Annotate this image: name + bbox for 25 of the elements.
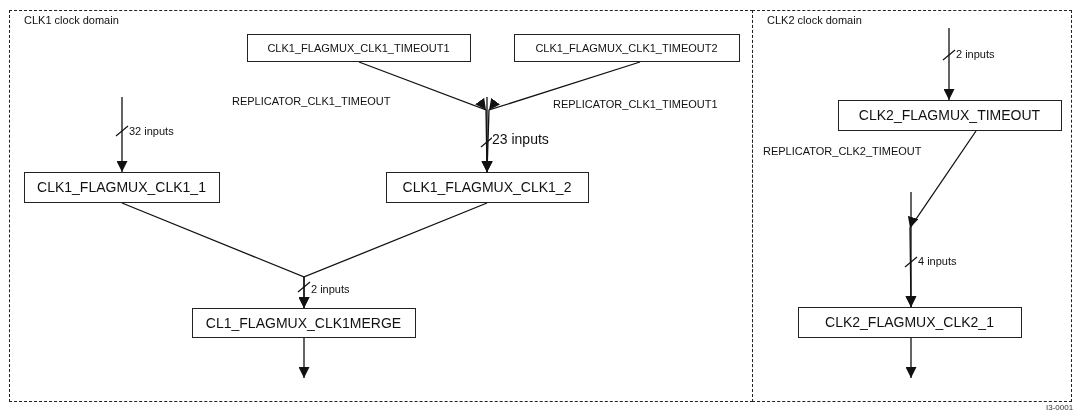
block-box: CLK1_FLAGMUX_CLK1_TIMEOUT2 [513, 33, 740, 62]
block-box: CLK1_FLAGMUX_CLK1_2 [385, 171, 589, 203]
arrow [905, 337, 917, 379]
block-box: CL1_FLAGMUX_CLK1MERGE [191, 307, 416, 338]
domain-title: CLK1 clock domain [24, 14, 119, 26]
block-box: CLK2_FLAGMUX_CLK2_1 [797, 306, 1022, 338]
edge-label: 2 inputs [311, 283, 350, 296]
block-box: CLK1_FLAGMUX_CLK1_TIMEOUT1 [246, 33, 471, 62]
edge-label: 32 inputs [129, 125, 174, 138]
arrow [298, 337, 310, 379]
arrow [905, 191, 917, 308]
domain-title: CLK2 clock domain [767, 14, 862, 26]
arrow [116, 96, 128, 173]
figure-id-note: I3-0001 [1046, 403, 1074, 412]
edge-label: 2 inputs [956, 48, 995, 61]
block-box: CLK1_FLAGMUX_CLK1_1 [23, 171, 220, 203]
edge-label: 23 inputs [492, 132, 549, 148]
edge-label: REPLICATOR_CLK1_TIMEOUT [232, 95, 391, 108]
arrow [943, 27, 955, 101]
arrow [298, 202, 488, 309]
edge-label: REPLICATOR_CLK1_TIMEOUT1 [553, 98, 718, 111]
edge-label: 4 inputs [918, 255, 957, 268]
edge-label: REPLICATOR_CLK2_TIMEOUT [763, 145, 922, 158]
arrow [481, 96, 493, 173]
block-box: CLK2_FLAGMUX_TIMEOUT [837, 99, 1062, 131]
